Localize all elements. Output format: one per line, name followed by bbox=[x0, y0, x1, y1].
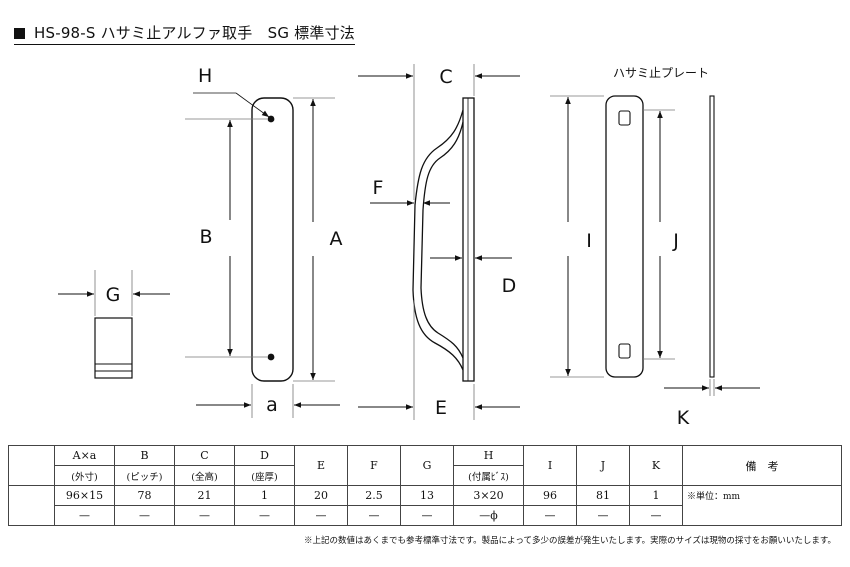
label-f: F bbox=[373, 177, 384, 199]
header-h-sub: (付属ﾋﾞｽ) bbox=[453, 465, 524, 486]
plate-side bbox=[709, 95, 715, 378]
header-b: B bbox=[114, 445, 175, 466]
side-view-base bbox=[462, 97, 475, 382]
value-cell: — bbox=[629, 505, 683, 526]
value-cell: 81 bbox=[576, 485, 630, 506]
value-cell: —ϕ bbox=[453, 505, 524, 526]
footnote: ※上記の数値はあくまでも参考標準寸法です。製品によって多少の誤差が発生いたします… bbox=[303, 536, 836, 546]
value-cell: — bbox=[523, 505, 577, 526]
value-cell: 20 bbox=[294, 485, 348, 506]
header-g: G bbox=[400, 445, 454, 486]
label-h: H bbox=[198, 65, 212, 87]
header-a: A×a bbox=[54, 445, 115, 466]
plate-views: ハサミ止プレート I J K bbox=[550, 66, 760, 429]
table-header-main-row: A×a B C D E F G H I J K 備 考 bbox=[8, 445, 842, 486]
handle-front-view: H B A a bbox=[185, 65, 343, 418]
page-title: HS-98-S ハサミ止アルファ取手 SG 標準寸法 bbox=[14, 22, 355, 45]
front-view-body bbox=[251, 97, 294, 382]
header-d: D bbox=[234, 445, 295, 466]
header-c-sub: (全高) bbox=[174, 465, 235, 486]
row-label-cell bbox=[8, 485, 55, 526]
header-b-sub: (ピッチ) bbox=[114, 465, 175, 486]
header-e: E bbox=[294, 445, 348, 486]
value-cell: 96 bbox=[523, 485, 577, 506]
value-cell: — bbox=[174, 505, 235, 526]
header-i: I bbox=[523, 445, 577, 486]
header-h: H bbox=[453, 445, 524, 466]
value-cell: — bbox=[234, 505, 295, 526]
plate-title: ハサミ止プレート bbox=[613, 66, 709, 80]
screw-hole-bottom bbox=[267, 353, 275, 361]
screw-hole-top bbox=[267, 115, 275, 123]
value-cell: 3×20 bbox=[453, 485, 524, 506]
dimension-drawing: G H B A a bbox=[58, 64, 760, 429]
label-i: I bbox=[586, 230, 592, 252]
value-cell: 1 bbox=[234, 485, 295, 506]
table-row: — — — — — — — —ϕ — — — bbox=[9, 505, 842, 526]
value-cell: — bbox=[576, 505, 630, 526]
remarks-cell: ※単位：mm bbox=[682, 485, 842, 526]
plate-slot-top bbox=[618, 110, 631, 126]
value-cell: 21 bbox=[174, 485, 235, 506]
end-view-body bbox=[94, 317, 133, 379]
plate-front bbox=[605, 95, 644, 378]
label-d: D bbox=[502, 275, 517, 297]
table-row: 96×15 78 21 1 20 2.5 13 3×20 96 81 1 ※単位… bbox=[8, 485, 842, 526]
value-cell: 78 bbox=[114, 485, 175, 506]
square-bullet-icon bbox=[14, 28, 25, 39]
value-cell: 1 bbox=[629, 485, 683, 506]
label-e: E bbox=[435, 397, 447, 419]
leader-h bbox=[235, 92, 270, 118]
side-view-curve-inner bbox=[420, 121, 464, 359]
table-header-sub-row: (外寸) (ピッチ) (全高) (座厚) (付属ﾋﾞｽ) bbox=[9, 465, 842, 486]
header-c: C bbox=[174, 445, 235, 466]
value-cell: 96×15 bbox=[54, 485, 115, 506]
label-a-upper: A bbox=[330, 228, 343, 250]
spec-table: A×a B C D E F G H I J K 備 考 (外寸) (ピッチ) (… bbox=[8, 445, 842, 526]
label-j: J bbox=[672, 230, 679, 252]
title-text: HS-98-S ハサミ止アルファ取手 SG 標準寸法 bbox=[34, 24, 355, 42]
label-c: C bbox=[439, 66, 452, 88]
value-cell: 2.5 bbox=[347, 485, 401, 506]
header-a-sub: (外寸) bbox=[54, 465, 115, 486]
handle-side-view: C F D E bbox=[358, 64, 520, 420]
value-cell: — bbox=[400, 505, 454, 526]
label-a-lower: a bbox=[266, 394, 278, 416]
label-g: G bbox=[106, 284, 121, 306]
handle-end-view: G bbox=[58, 270, 170, 379]
label-b: B bbox=[199, 226, 212, 248]
value-cell: — bbox=[347, 505, 401, 526]
header-remarks: 備 考 bbox=[682, 445, 842, 486]
value-cell: 13 bbox=[400, 485, 454, 506]
header-f: F bbox=[347, 445, 401, 486]
plate-slot-bottom bbox=[618, 343, 631, 359]
header-j: J bbox=[576, 445, 630, 486]
table-corner-cell bbox=[8, 445, 55, 486]
label-k: K bbox=[677, 407, 690, 429]
header-k: K bbox=[629, 445, 683, 486]
value-cell: — bbox=[294, 505, 348, 526]
value-cell: — bbox=[114, 505, 175, 526]
value-cell: — bbox=[54, 505, 115, 526]
header-d-sub: (座厚) bbox=[234, 465, 295, 486]
side-view-curve-outer bbox=[412, 109, 464, 371]
